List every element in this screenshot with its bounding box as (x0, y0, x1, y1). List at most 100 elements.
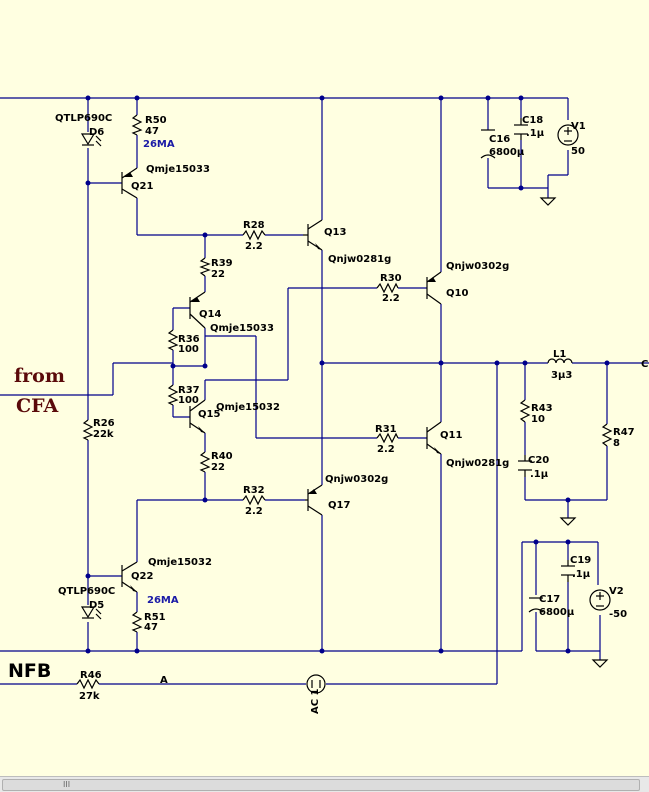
d6-ref-label: D6 (89, 127, 104, 138)
q13-model-label: Qnjw0281g (328, 254, 391, 265)
r36-ref-label: R36 (178, 334, 200, 345)
l1-value-label: 3µ3 (551, 370, 572, 381)
c17-ref-label: C17 (539, 594, 560, 605)
capacitor-c19[interactable] (561, 560, 575, 582)
capacitor-c18[interactable] (514, 118, 528, 140)
led-d6[interactable] (80, 133, 102, 147)
scrollbar-thumb[interactable]: III (2, 779, 640, 791)
resistor-r28[interactable] (242, 229, 266, 241)
v1-ref-label: V1 (571, 121, 586, 132)
q15-ref-label: Q15 (198, 409, 220, 420)
q10-ref-label: Q10 (446, 288, 468, 299)
r51-value-label: 47 (144, 622, 158, 633)
q17-model-label: Qnjw0302g (325, 474, 388, 485)
r39-value-label: 22 (211, 269, 225, 280)
r37-value-label: 100 (178, 395, 199, 406)
r50-value-label: 47 (145, 126, 159, 137)
r43-value-label: 10 (531, 414, 545, 425)
resistor-r32[interactable] (242, 494, 266, 506)
transistor-q17[interactable] (305, 484, 323, 516)
r37-ref-label: R37 (178, 385, 200, 396)
inductor-l1[interactable] (547, 358, 573, 364)
c18-ref-label: C18 (522, 115, 543, 126)
r46-value-label: 27k (79, 691, 100, 702)
resistor-r30[interactable] (376, 282, 399, 294)
c19-value-label: .1µ (572, 569, 591, 580)
transistor-q21[interactable] (121, 167, 138, 199)
q14-ref-label: Q14 (199, 309, 221, 320)
resistor-r46[interactable] (76, 678, 100, 690)
node-a-label: A (160, 675, 168, 686)
q15-model-label: Qmje15032 (216, 402, 280, 413)
resistor-r26[interactable] (82, 419, 94, 441)
resistor-r47[interactable] (601, 423, 613, 447)
resistor-r36[interactable] (167, 329, 179, 351)
q21-model-label: Qmje15033 (146, 164, 210, 175)
q22-ref-label: Q22 (131, 571, 153, 582)
resistor-r31[interactable] (376, 432, 399, 444)
resistor-r37[interactable] (167, 384, 179, 406)
r31-value-label: 2.2 (377, 444, 395, 455)
resistor-r43[interactable] (519, 399, 531, 423)
c17-value-label: 6800µ (539, 607, 575, 618)
ground-icon (539, 197, 557, 206)
r31-ref-label: R31 (375, 424, 397, 435)
transistor-q11[interactable] (426, 421, 442, 455)
r39-ref-label: R39 (211, 258, 233, 269)
r36-value-label: 100 (178, 344, 199, 355)
v4-label: AC 1 (310, 688, 321, 714)
l1-ref-label: L1 (553, 349, 566, 360)
c20-value-label: .1µ (530, 469, 549, 480)
ground-icon (559, 517, 577, 526)
r47-value-label: 8 (613, 438, 620, 449)
q21-ref-label: Q21 (131, 181, 153, 192)
labels: QTLP690C D6 R50 47 26MA Qmje15033 Q21 R2… (8, 113, 648, 714)
r50-ref-label: R50 (145, 115, 167, 126)
source-v2[interactable] (589, 589, 611, 611)
q11-ref-label: Q11 (440, 430, 462, 441)
r40-value-label: 22 (211, 462, 225, 473)
node-c-label: C (641, 359, 648, 370)
r28-value-label: 2.2 (245, 241, 263, 252)
r32-ref-label: R32 (243, 485, 265, 496)
transistor-q10[interactable] (426, 271, 442, 305)
r26-ref-label: R26 (93, 418, 115, 429)
resistor-r40[interactable] (199, 451, 211, 473)
resistor-r39[interactable] (199, 257, 211, 277)
v2-value-label: -50 (609, 609, 627, 620)
resistor-r50[interactable] (131, 114, 143, 136)
led-d5[interactable] (80, 606, 102, 620)
capacitor-c20[interactable] (518, 455, 532, 477)
ground-icon (591, 659, 609, 668)
capacitor-c16[interactable] (480, 129, 496, 159)
transistor-q22[interactable] (121, 561, 138, 593)
c16-ref-label: C16 (489, 134, 510, 145)
r26-value-label: 22k (93, 429, 114, 440)
from-label: from (14, 365, 65, 387)
junction-dots (85, 95, 610, 654)
r28-ref-label: R28 (243, 220, 265, 231)
r30-ref-label: R30 (380, 273, 402, 284)
r32-value-label: 2.2 (245, 506, 263, 517)
resistor-r51[interactable] (131, 611, 143, 633)
c16-value-label: 6800µ (489, 147, 525, 158)
r50-current-label: 26MA (143, 139, 175, 150)
capacitor-c17[interactable] (528, 597, 544, 613)
transistor-q15[interactable] (189, 399, 206, 434)
v2-ref-label: V2 (609, 586, 624, 597)
source-v1[interactable] (557, 124, 579, 146)
horizontal-scrollbar[interactable]: III (0, 776, 649, 792)
transistor-q14[interactable] (189, 291, 206, 329)
transistor-q13[interactable] (303, 219, 323, 251)
scrollbar-grip: III (63, 780, 71, 789)
r30-value-label: 2.2 (382, 293, 400, 304)
c19-ref-label: C19 (570, 555, 591, 566)
nfb-label: NFB (8, 660, 51, 682)
cfa-label: CFA (16, 395, 58, 417)
source-v4[interactable] (306, 674, 326, 694)
q10-model-label: Qnjw0302g (446, 261, 509, 272)
r43-ref-label: R43 (531, 403, 553, 414)
c18-value-label: .1µ (526, 128, 545, 139)
r47-ref-label: R47 (613, 427, 635, 438)
